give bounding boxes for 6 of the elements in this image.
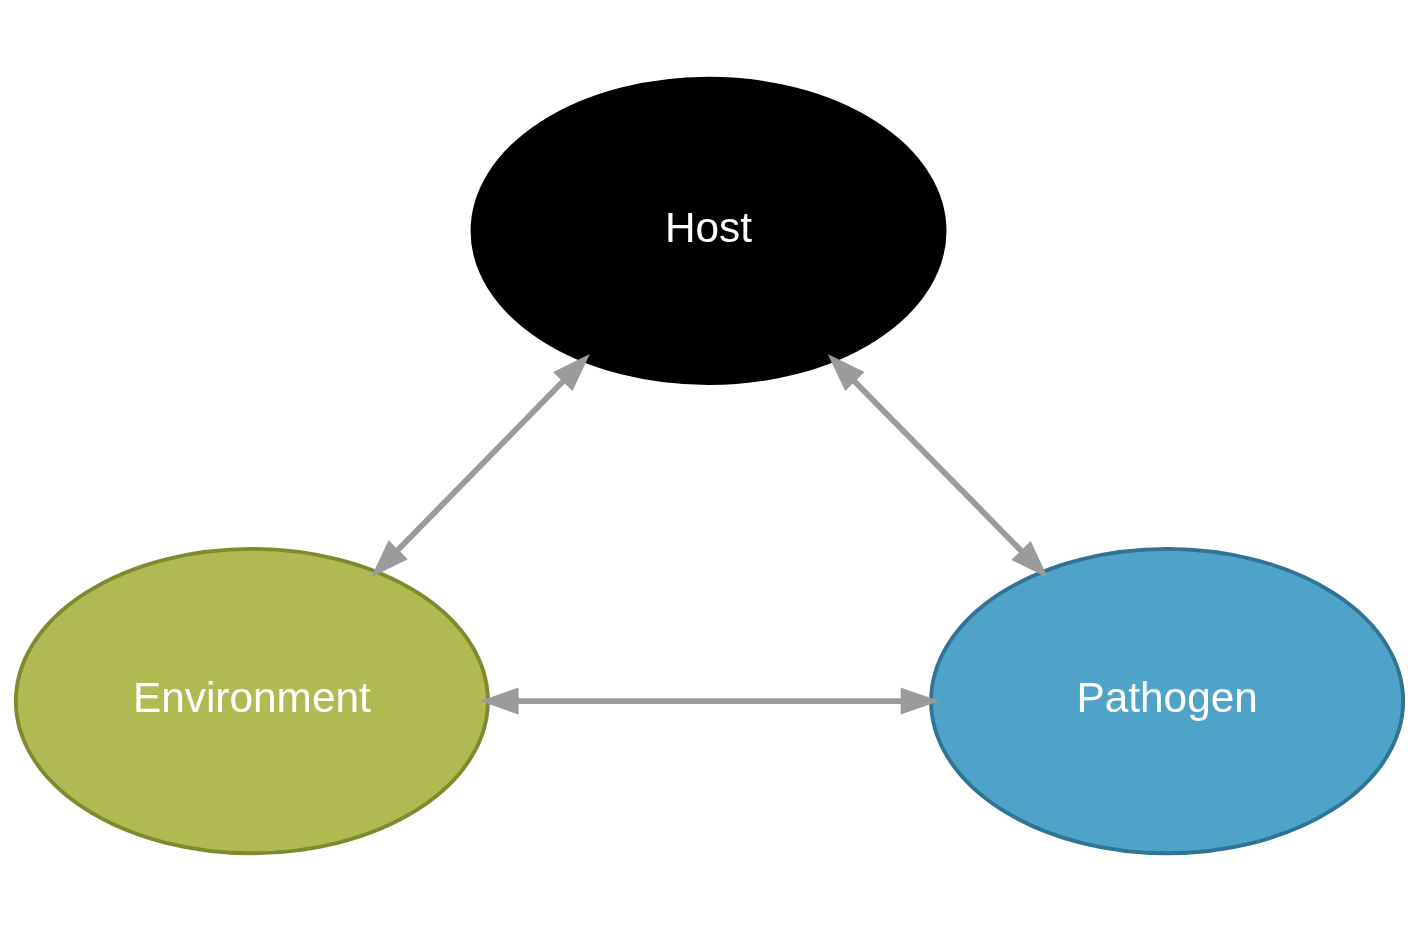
node-ellipse: Host <box>470 76 947 385</box>
arrow <box>371 353 590 577</box>
node-ellipse: Pathogen <box>929 546 1406 855</box>
arrow <box>827 353 1049 578</box>
node-ellipse: Environment <box>13 546 490 855</box>
arrow <box>479 687 940 715</box>
